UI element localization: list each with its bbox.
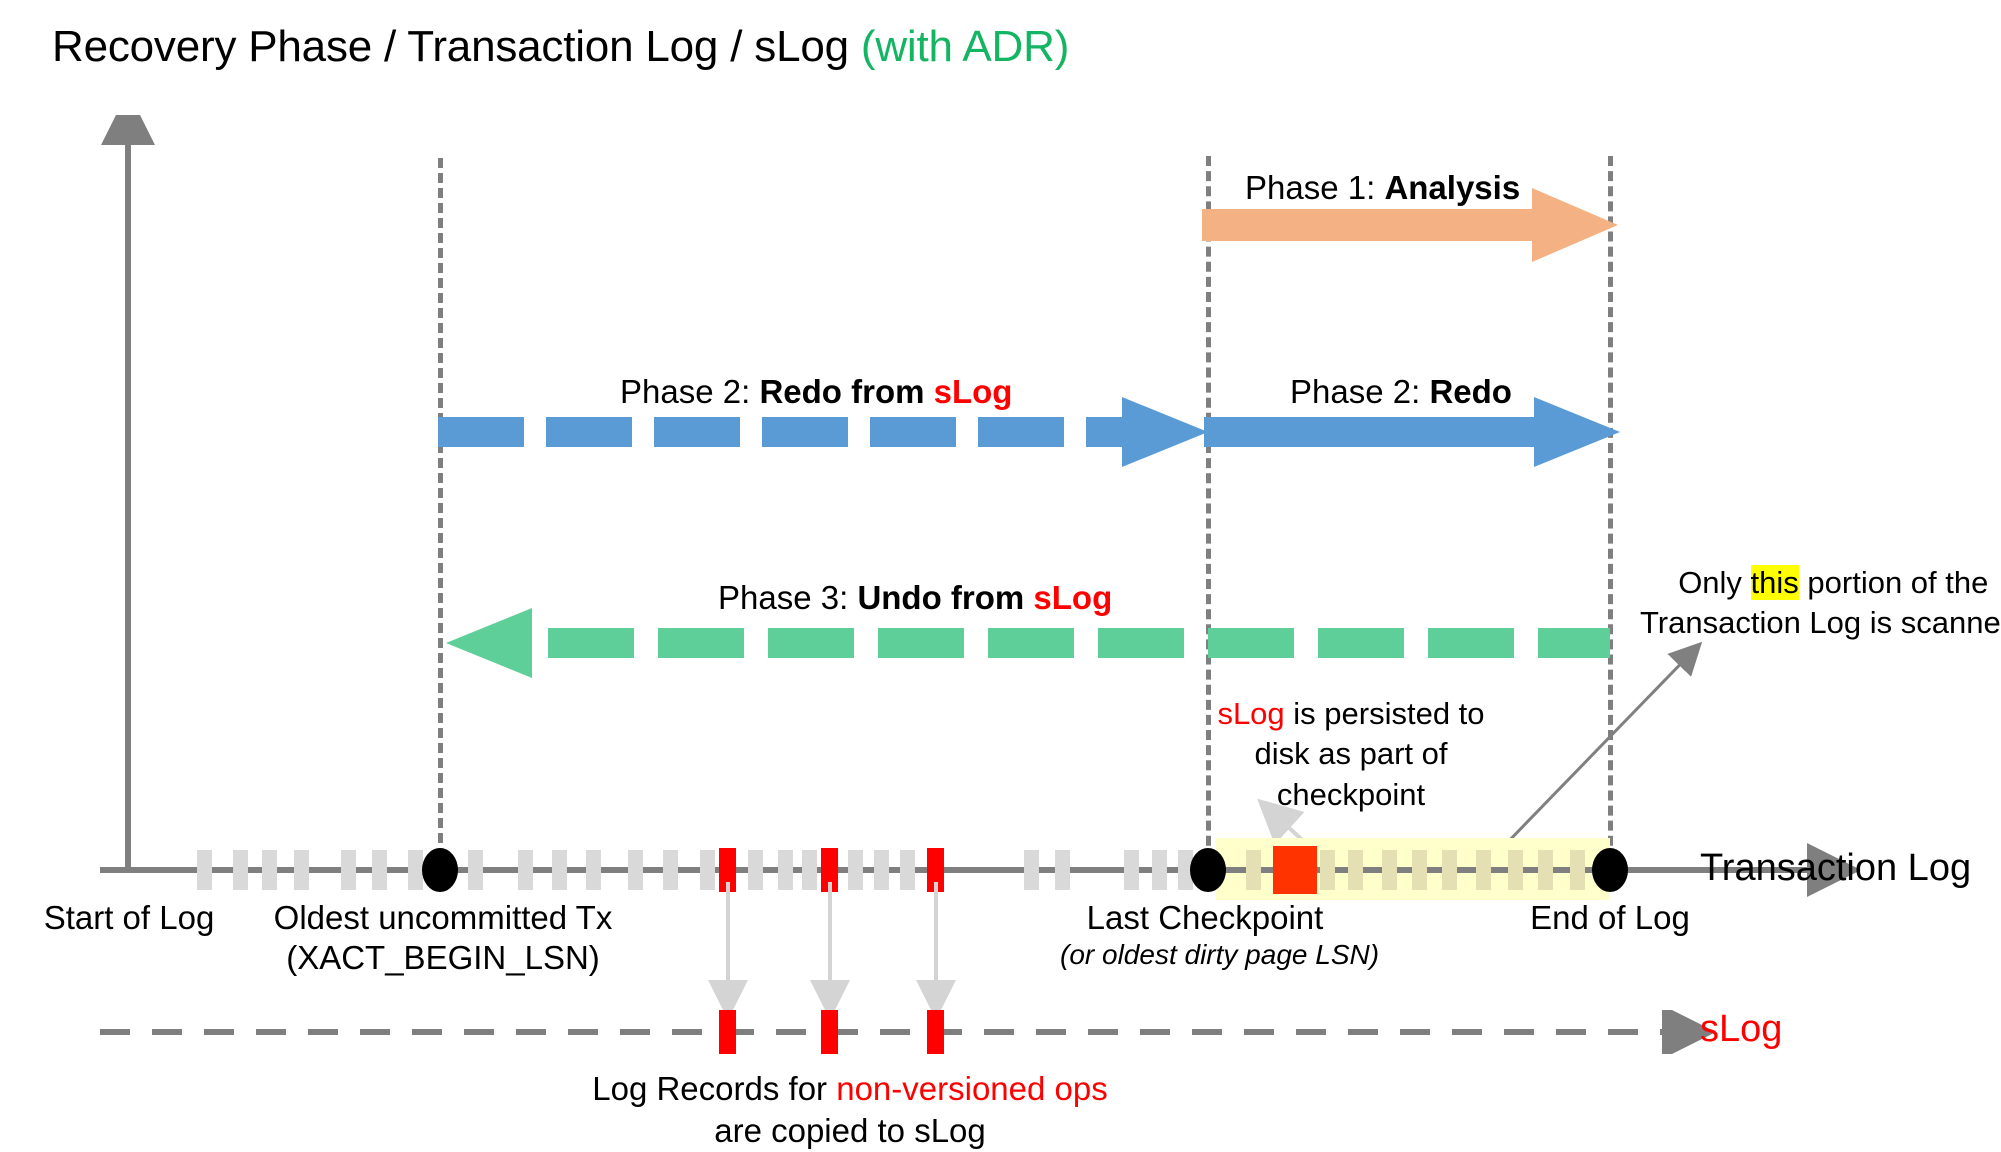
scanned-line1-a: Only	[1678, 565, 1751, 600]
phase2-label: Phase 2: Redo	[1290, 372, 1512, 412]
guide-oldest-uncommitted-tx	[438, 158, 443, 873]
marker-dot-end-of-log	[1592, 848, 1628, 892]
phase3-name-red: sLog	[1033, 579, 1113, 616]
phase1-label: Phase 1: Analysis	[1245, 168, 1520, 208]
guide-last-checkpoint	[1206, 156, 1211, 876]
marker-label-oldest-tx-sub: (XACT_BEGIN_LSN)	[286, 939, 600, 977]
nonversioned-line1: Log Records for non-versioned ops	[550, 1068, 1150, 1110]
phase2-name: Redo	[1429, 373, 1512, 410]
phase1-name: Analysis	[1384, 169, 1521, 206]
y-axis-lower	[125, 660, 131, 870]
marker-label-checkpoint-text: Last Checkpoint	[1086, 899, 1324, 936]
checkpoint-note: sLog is persisted to disk as part of che…	[1186, 694, 1516, 815]
marker-label-start-of-log-text: Start of Log	[43, 899, 215, 936]
marker-dot-oldest-uncommitted-tx	[422, 848, 458, 892]
phase2-redo-arrow	[1204, 397, 1620, 467]
marker-label-end-of-log: End of Log	[1480, 898, 1740, 938]
title-suffix: (with ADR)	[860, 22, 1070, 71]
slog-record-2	[821, 1010, 838, 1054]
nonversioned-line1-red: non-versioned ops	[836, 1070, 1108, 1107]
marker-label-end-of-log-text: End of Log	[1530, 899, 1690, 936]
nonversioned-annotation: Log Records for non-versioned ops are co…	[550, 1068, 1150, 1152]
scanned-annotation-line2: Transaction Log is scanned.	[1640, 604, 2001, 640]
nonversioned-record-3	[927, 848, 944, 892]
slog-axis-label: sLog	[1700, 1008, 1783, 1050]
phase2-slog-name-red: sLog	[933, 373, 1013, 410]
checkpoint-record-marker	[1273, 846, 1317, 894]
slog-axis	[100, 1010, 1716, 1054]
phase3-prefix: Phase 3:	[718, 579, 858, 616]
marker-dot-last-checkpoint	[1190, 848, 1226, 892]
scanned-annotation-line1: Only this portion of the	[1640, 563, 2001, 603]
marker-label-checkpoint-sub: (or oldest dirty page LSN)	[1060, 939, 1380, 971]
guide-end-of-log	[1608, 156, 1613, 876]
phase3-name: Undo from	[857, 579, 1034, 616]
nonversioned-line2: are copied to sLog	[714, 1112, 986, 1150]
y-axis	[101, 115, 155, 685]
checkpoint-note-line2: disk as part of	[1254, 736, 1448, 772]
phase1-prefix: Phase 1:	[1245, 169, 1385, 206]
scanned-line1-b: portion of the	[1798, 565, 1989, 600]
checkpoint-note-rest: is persisted to	[1284, 696, 1485, 731]
scanned-line1-highlight: this	[1750, 565, 1799, 600]
slog-record-3	[927, 1010, 944, 1054]
marker-label-oldest-tx-text: Oldest uncommitted Tx	[273, 899, 613, 936]
nonversioned-line1-a: Log Records for	[592, 1070, 837, 1107]
checkpoint-note-slog: sLog	[1217, 696, 1285, 731]
transaction-log-axis	[100, 843, 1861, 897]
transaction-log-axis-label: Transaction Log	[1700, 847, 1972, 889]
slog-record-1	[719, 1010, 736, 1054]
phase2-slog-prefix: Phase 2:	[620, 373, 760, 410]
phase2-slog-name: Redo from	[759, 373, 934, 410]
phase1-analysis-arrow	[1202, 188, 1618, 262]
checkpoint-note-line1: sLog is persisted to	[1186, 694, 1516, 734]
page-title: Recovery Phase / Transaction Log / sLog …	[52, 20, 1069, 74]
copy-to-slog-arrows	[708, 882, 956, 1020]
phase2-slog-label: Phase 2: Redo from sLog	[620, 372, 1012, 412]
nonversioned-record-2	[821, 848, 838, 892]
phase3-label: Phase 3: Undo from sLog	[718, 578, 1112, 618]
marker-label-oldest-uncommitted-tx: Oldest uncommitted Tx (XACT_BEGIN_LSN)	[258, 898, 628, 979]
marker-label-start-of-log: Start of Log	[0, 898, 258, 938]
nonversioned-record-1	[719, 848, 736, 892]
phase3-undo-from-slog-arrow	[446, 608, 1610, 678]
title-main: Recovery Phase / Transaction Log / sLog	[52, 22, 861, 71]
phase2-redo-from-slog-arrow	[438, 397, 1208, 467]
marker-label-last-checkpoint: Last Checkpoint (or oldest dirty page LS…	[1060, 898, 1380, 971]
scanned-annotation-arrow	[1500, 641, 1703, 850]
scanned-annotation: Only this portion of the Transaction Log…	[1640, 563, 2001, 642]
phase2-prefix: Phase 2:	[1290, 373, 1430, 410]
